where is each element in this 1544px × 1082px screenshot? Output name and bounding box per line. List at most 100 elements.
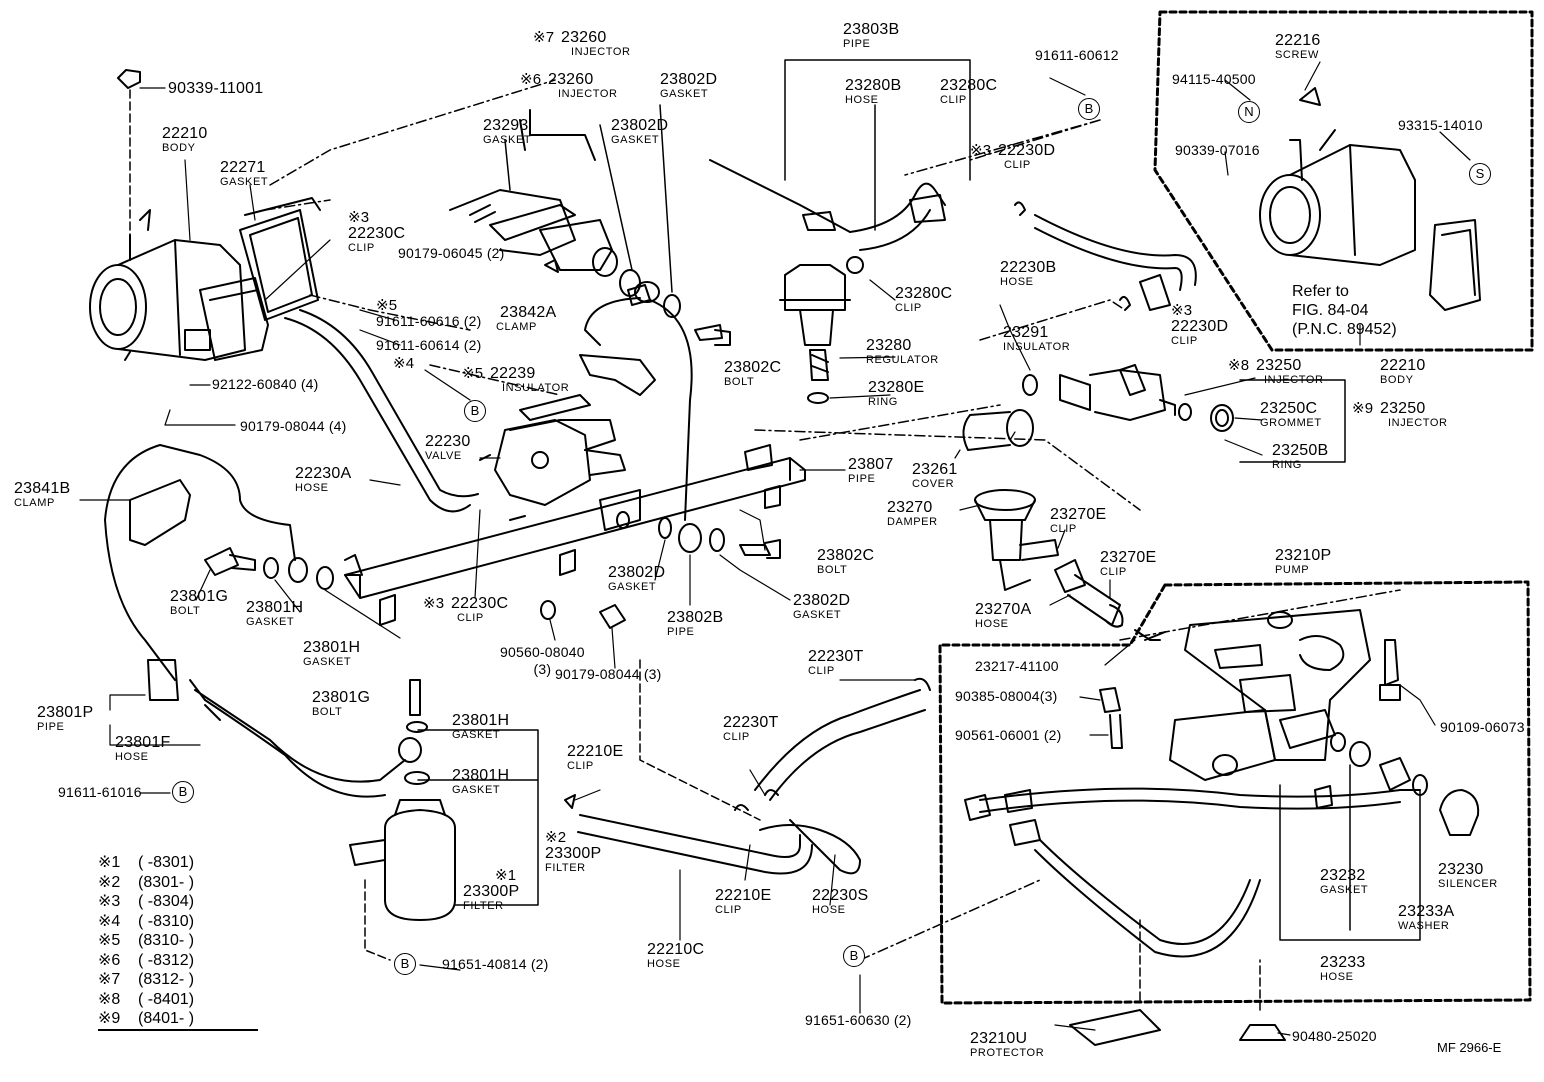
refer-note: Refer to FIG. 84-04 (P.N.C. 89452) [1292, 282, 1397, 339]
marker-b-circle: B [464, 400, 486, 422]
pipe-23802B-drawing [584, 281, 702, 553]
marker-b-circle: B [394, 953, 416, 975]
marker-b-circle: B [1078, 98, 1100, 120]
legend-row: ※9(8401- ) [98, 1009, 258, 1031]
hose-22210C-drawing [577, 689, 926, 875]
label-23217-41100: 23217-41100 [975, 658, 1059, 674]
label-90480-25020: 90480-25020 [1292, 1028, 1377, 1044]
refer-note-line: (P.N.C. 89452) [1292, 321, 1397, 338]
silencer-23230-drawing [1349, 741, 1480, 836]
label-23842A-clamp-name: CLAMP [496, 321, 537, 333]
refer-note-line: Refer to [1292, 283, 1349, 300]
label-90560-08040: 90560-08040(3) [500, 644, 585, 677]
leaders-pump-hose [1279, 764, 1421, 941]
label-90339-11001: 90339-11001 [168, 80, 264, 97]
marker-s-circle: S [1469, 163, 1491, 185]
protector-23210U-drawing [1069, 1009, 1161, 1046]
label-91611-60614: 91611-60614 (2) [376, 337, 482, 353]
label-91611-61016: 91611-61016 [58, 784, 142, 800]
label-91651-60630: 91651-60630 (2) [805, 1012, 912, 1028]
injector-23250-drawing [1022, 364, 1234, 432]
label-91611-60612: 91611-60612 [1035, 47, 1119, 63]
bolt-23801G-drawing [204, 547, 256, 576]
label-90339-07016: 90339-07016 [1175, 142, 1260, 158]
gasket-23802D-drawing [619, 269, 641, 297]
refer-note-line: FIG. 84-04 [1292, 302, 1369, 319]
gasket-23802D-c-drawing [658, 517, 672, 539]
label-90109-06073: 90109-06073 [1440, 719, 1525, 735]
diagram-code: MF 2966-E [1437, 1040, 1502, 1055]
guide-lines-center [309, 294, 561, 396]
clamp-23841B-drawing [129, 479, 191, 546]
label-93315-14010: 93315-14010 [1398, 117, 1483, 133]
label-90179-08044: 90179-08044 (4) [240, 418, 347, 434]
throttle-body-reference-box [1153, 10, 1534, 352]
leader-top-air-box [264, 79, 556, 211]
bolt-23217-drawing [1134, 629, 1166, 641]
gasket-23802D-b-drawing [663, 294, 681, 318]
label-leaders [79, 61, 1471, 1036]
legend-row: ※1( -8301) [98, 854, 195, 871]
label-23842A-clamp: 23842A [500, 304, 557, 321]
label-94115-40500: 94115-40500 [1172, 71, 1256, 87]
gasket-23802D-d-drawing [709, 528, 725, 552]
legend-row: ※3( -8304) [98, 893, 195, 910]
legend-row: ※5(8310- ) [98, 932, 195, 949]
legend-row: ※8( -8401) [98, 990, 195, 1008]
label-mark-4: ※4 [393, 355, 415, 372]
bolt-23802C-drawing [694, 324, 781, 559]
hose-23801F-drawing [147, 659, 221, 721]
pump-23210P-drawing [1169, 609, 1401, 781]
clips-22230T-drawing [564, 677, 931, 811]
leaders-pipe [784, 59, 971, 231]
legend-row: ※4( -8310) [98, 912, 195, 930]
legend-row: ※2(8301- ) [98, 873, 195, 891]
label-91651-40814: 91651-40814 (2) [442, 956, 549, 972]
leader-hose-dashed [639, 659, 761, 821]
pump-wiring-drawing [964, 785, 1421, 958]
regulator-23280-drawing [779, 256, 864, 404]
label-90561-06001: 90561-06001 (2) [955, 727, 1062, 743]
bolt-90179-08044-drawing [599, 604, 626, 629]
